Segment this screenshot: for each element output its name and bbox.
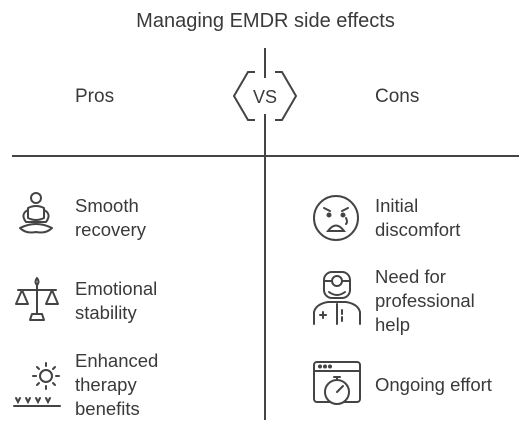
sun-growth-icon	[13, 362, 61, 407]
cons-item-need-for-professional-help: Need for professional help	[375, 266, 475, 335]
balance-scale-icon	[15, 277, 59, 321]
pros-item-enhanced-therapy-benefits: Enhanced therapy benefits	[75, 350, 159, 419]
vs-label: VS	[253, 87, 277, 107]
doctor-icon	[313, 271, 361, 325]
worried-face-icon	[313, 195, 359, 241]
diagram-title: Managing EMDR side effects	[136, 10, 395, 32]
pros-heading: Pros	[75, 86, 115, 107]
vs-badge	[232, 71, 298, 121]
stopwatch-window-icon	[313, 361, 361, 405]
cons-item-ongoing-effort: Ongoing effort	[375, 374, 492, 395]
pros-item-smooth-recovery: Smooth recovery	[75, 195, 146, 240]
meditation-icon	[19, 192, 53, 234]
pros-item-emotional-stability: Emotional stability	[75, 278, 158, 323]
cons-heading: Cons	[375, 86, 420, 107]
cons-item-initial-discomfort: Initial discomfort	[375, 195, 461, 240]
